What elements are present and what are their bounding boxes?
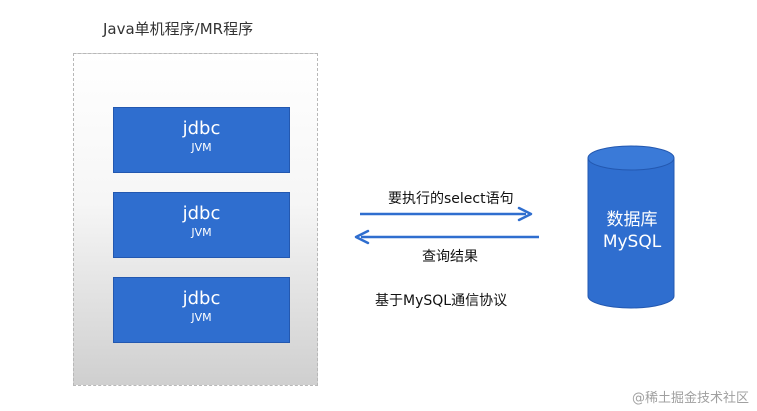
database-label-line2: MySQL <box>602 232 662 252</box>
jvm-label: JVM <box>191 311 212 324</box>
database-label-line1: 数据库 <box>606 210 658 230</box>
jdbc-label: jdbc <box>182 203 221 224</box>
jdbc-client-box-2: jdbc JVM <box>113 192 290 258</box>
jdbc-label: jdbc <box>182 118 221 139</box>
jdbc-label: jdbc <box>182 288 221 309</box>
jvm-label: JVM <box>191 141 212 154</box>
watermark: @稀土掘金技术社区 <box>631 391 749 406</box>
jdbc-client-box-1: jdbc JVM <box>113 107 290 173</box>
database-label: 数据库 MySQL <box>590 209 674 253</box>
right-arrow-icon <box>360 206 533 222</box>
jdbc-client-box-3: jdbc JVM <box>113 277 290 343</box>
send-query-label: 要执行的select语句 <box>388 191 514 207</box>
jvm-label: JVM <box>191 226 212 239</box>
protocol-label: 基于MySQL通信协议 <box>375 293 508 309</box>
container-title: Java单机程序/MR程序 <box>103 20 254 38</box>
left-arrow-icon <box>354 229 539 245</box>
query-result-label: 查询结果 <box>422 249 478 265</box>
database-cylinder-icon <box>587 145 675 309</box>
